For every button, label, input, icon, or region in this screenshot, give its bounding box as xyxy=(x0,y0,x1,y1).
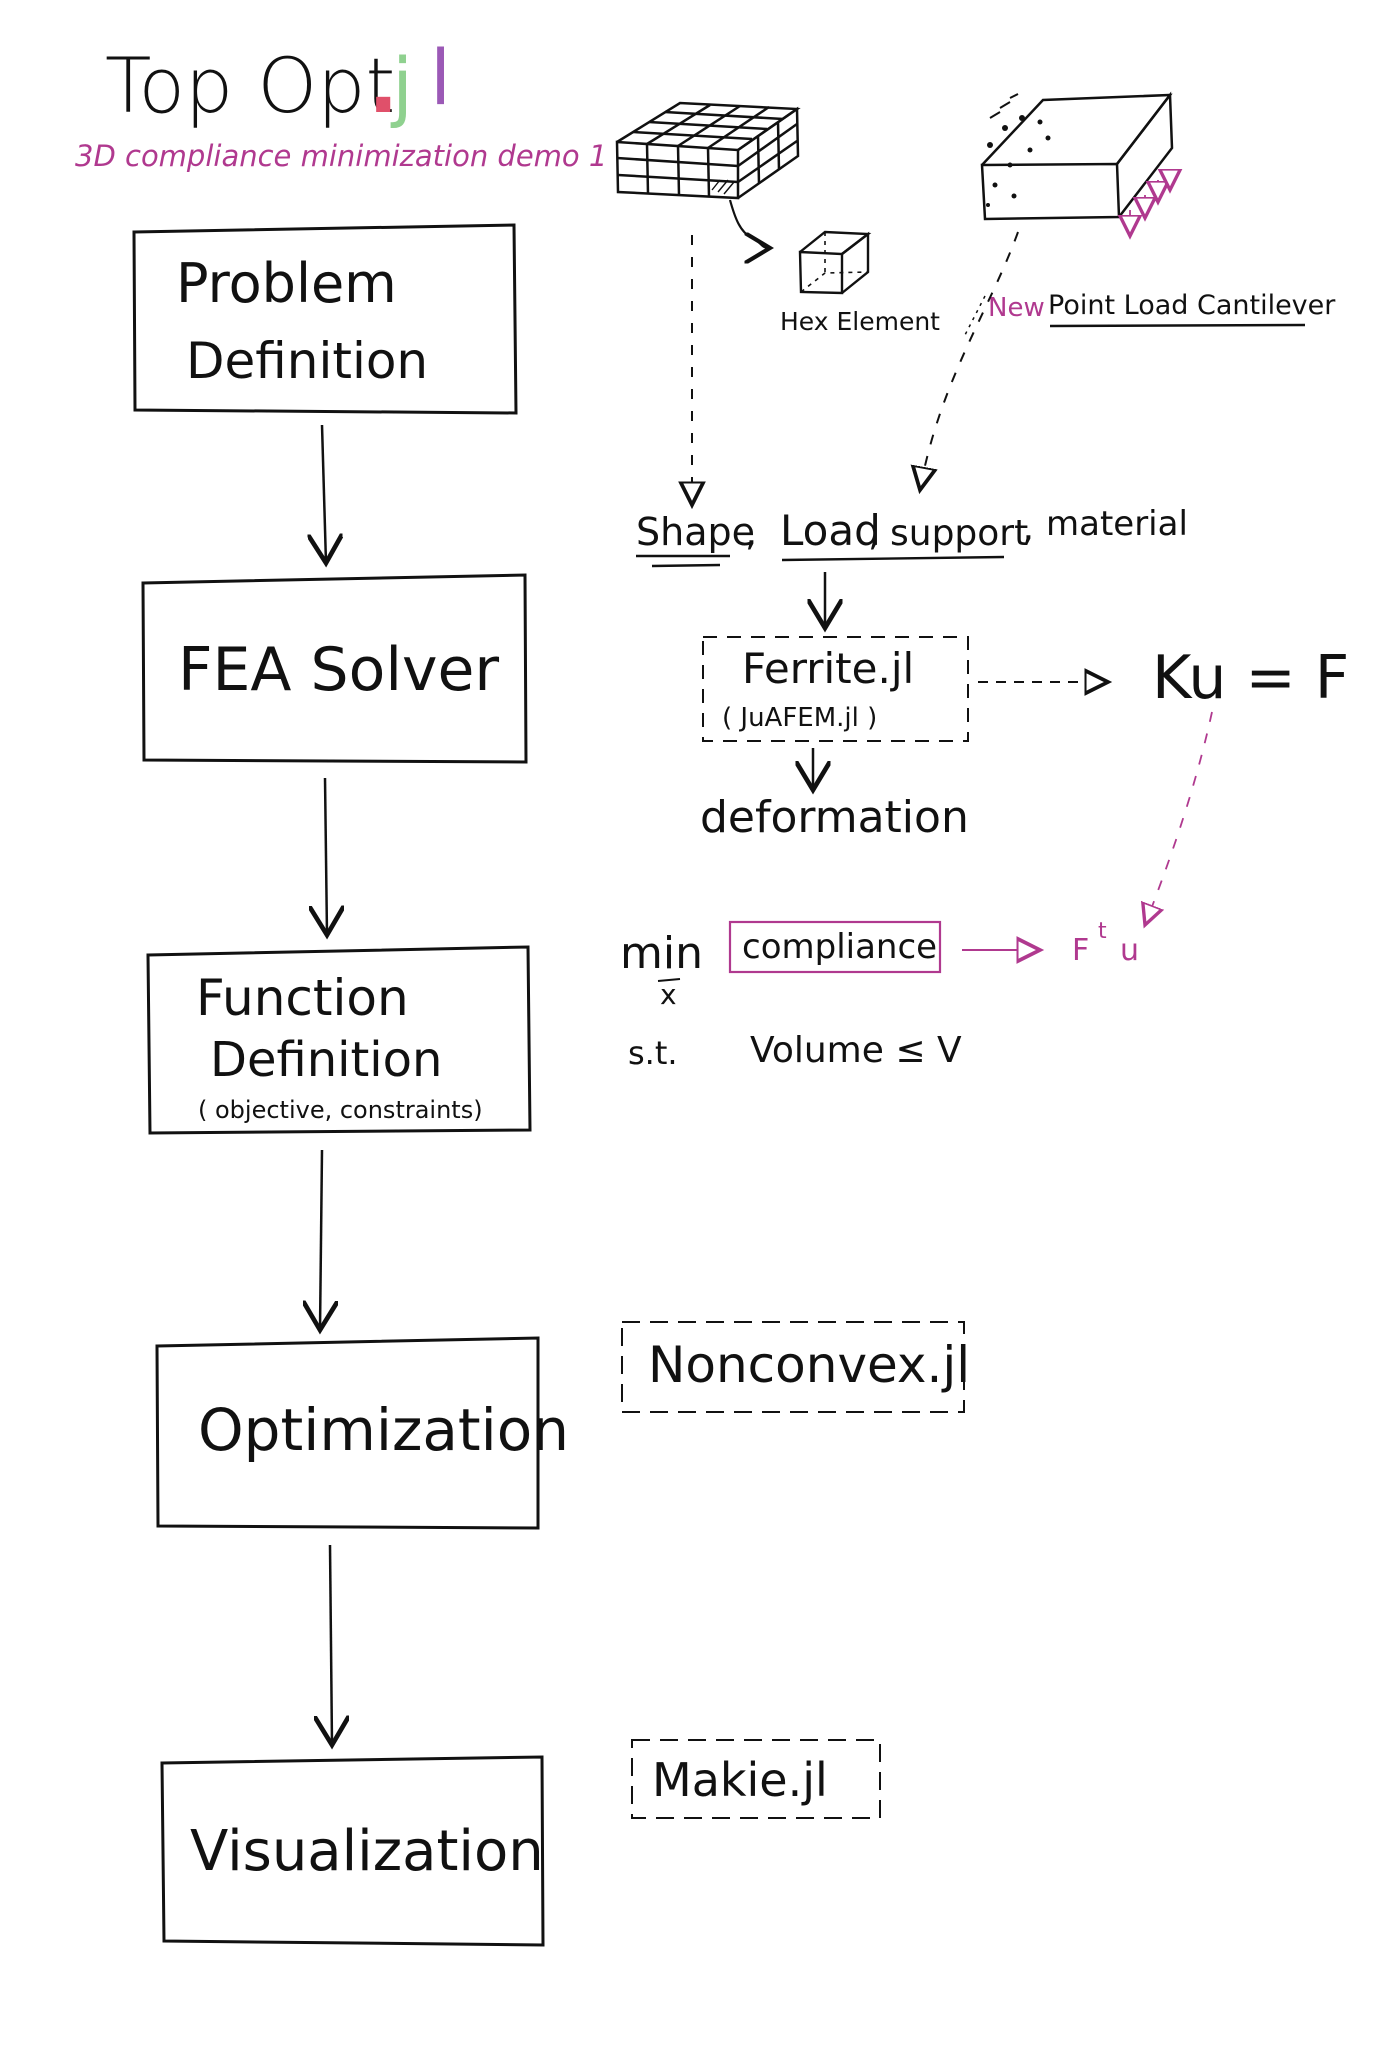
arrow-fea-to-function xyxy=(325,777,327,935)
inputs-row: Shape , Load , support , material xyxy=(636,504,1188,568)
box-label-line1: Visualization xyxy=(190,1819,544,1884)
box-label-line1: FEA Solver xyxy=(178,635,499,705)
cantilever-sketch xyxy=(980,91,1174,221)
nonconvex-label: Nonconvex.jl xyxy=(648,1336,970,1394)
min-label: min xyxy=(620,928,703,979)
makie-box-outline xyxy=(631,1739,881,1819)
cantilever-to-load-arrow xyxy=(920,231,1019,490)
title-group: Top Opt . j l 3D compliance minimization… xyxy=(75,33,607,173)
cantilever-underline xyxy=(1049,323,1306,328)
shape-underline-2 xyxy=(651,563,721,568)
arrow-function-to-optimization xyxy=(320,1149,322,1330)
cantilever-name-label: Point Load Cantilever xyxy=(1048,290,1336,321)
makie-label: Makie.jl xyxy=(652,1753,828,1807)
volume-constraint: Volume ≤ V xyxy=(750,1030,962,1071)
ftu-u: u xyxy=(1120,933,1139,968)
hex-element-label: Hex Element xyxy=(780,307,940,336)
nonconvex-box: Nonconvex.jl xyxy=(621,1321,970,1413)
pipeline-box-visualization: Visualization xyxy=(160,1755,545,1947)
title-main: Top Opt xyxy=(105,41,395,130)
box-outline xyxy=(141,573,528,764)
input-support: support xyxy=(890,513,1028,554)
box-outline xyxy=(160,1755,545,1947)
juafem-label: ( JuAFEM.jl ) xyxy=(722,703,877,733)
box-outline xyxy=(146,945,532,1135)
objective-group: min x compliance F t u s.t. Volume ≤ V xyxy=(620,919,1139,1072)
arrow-optimization-to-visualization xyxy=(330,1544,332,1745)
input-sep-1: , xyxy=(745,510,757,554)
pipeline-arrows xyxy=(320,424,332,1745)
box-label-line1: Problem xyxy=(176,252,397,315)
input-material: material xyxy=(1046,504,1188,544)
title-l: l xyxy=(430,33,451,122)
compliance-label: compliance xyxy=(742,927,937,967)
box-label-line2: Definition xyxy=(210,1032,442,1088)
box-label-line3: ( objective, constraints) xyxy=(198,1096,483,1124)
ferrite-box-outline xyxy=(702,636,969,742)
makie-box: Makie.jl xyxy=(631,1739,881,1819)
st-label: s.t. xyxy=(628,1034,678,1072)
ftu-t: t xyxy=(1098,919,1107,944)
ferrite-box: Ferrite.jl ( JuAFEM.jl ) xyxy=(702,636,969,742)
min-variable: x xyxy=(660,978,677,1011)
compliance-box xyxy=(728,920,942,974)
title-subtitle: 3D compliance minimization demo 1 xyxy=(75,139,607,173)
arrow-problem-to-fea xyxy=(322,424,326,563)
mesh-grid-sketch xyxy=(615,101,801,200)
mesh-to-hex-arrow xyxy=(728,199,770,248)
cantilever-support-marks xyxy=(986,115,1051,207)
pipeline-box-problem: Problem Definition xyxy=(132,223,518,415)
cantilever-new-label: New xyxy=(988,293,1045,323)
pipeline-box-fea: FEA Solver xyxy=(141,573,528,764)
equation-ku-f: Ku = F xyxy=(1152,643,1349,713)
min-variable-bar xyxy=(657,978,681,982)
pipeline-box-optimization: Optimization xyxy=(155,1336,569,1530)
pipeline-box-function: Function Definition ( objective, constra… xyxy=(146,945,532,1135)
load-support-underline xyxy=(781,555,1005,562)
box-label-line1: Optimization xyxy=(198,1396,569,1464)
input-load: Load xyxy=(780,506,881,555)
box-label-line1: Function xyxy=(196,969,409,1027)
title-dot: . xyxy=(368,38,398,131)
box-label-line2: Definition xyxy=(186,332,428,390)
cantilever-load-arrows xyxy=(1130,170,1170,236)
equation-to-ftu-arrow xyxy=(1145,711,1213,925)
title-j: j xyxy=(390,41,413,130)
input-sep-2: , xyxy=(868,510,880,554)
nonconvex-box-outline xyxy=(621,1321,965,1413)
ftu-f: F xyxy=(1072,933,1089,968)
input-sep-3: , xyxy=(1022,505,1034,549)
hex-element-cube xyxy=(798,230,872,295)
ferrite-label: Ferrite.jl xyxy=(742,644,914,693)
deformation-label: deformation xyxy=(700,792,969,843)
box-outline xyxy=(155,1336,540,1530)
input-shape: Shape xyxy=(636,510,755,554)
box-outline xyxy=(132,223,518,415)
